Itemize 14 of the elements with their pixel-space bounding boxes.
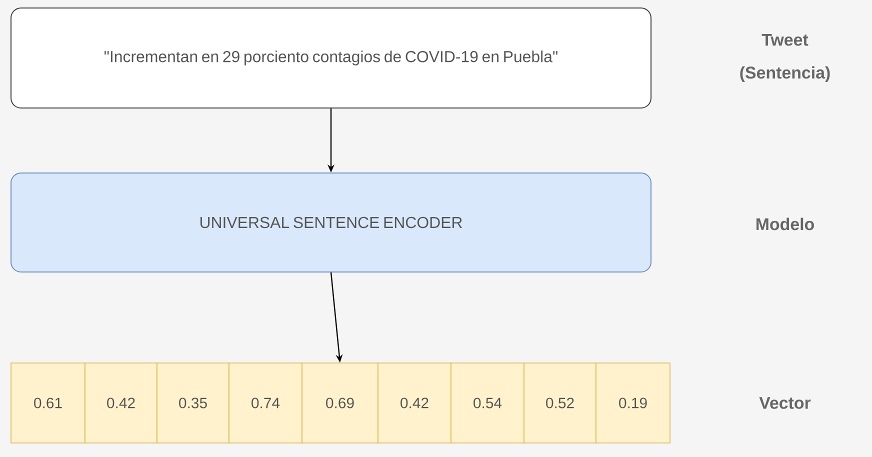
- side-label: Modelo: [756, 218, 814, 230]
- vector-cell: 0.69: [302, 362, 378, 444]
- model-box: UNIVERSAL SENTENCE ENCODER: [10, 172, 652, 272]
- side-label: Tweet (Sentencia): [740, 34, 830, 82]
- vector-cell: 0.74: [228, 362, 302, 444]
- vector-cell: 0.42: [378, 362, 452, 444]
- vector-cell: 0.19: [596, 362, 670, 444]
- vector-cell: 0.35: [156, 362, 230, 444]
- side-label: Vector: [759, 397, 811, 409]
- vector-cell: 0.42: [84, 362, 158, 444]
- vector-cell: 0.61: [10, 362, 86, 444]
- vector-cell: 0.54: [450, 362, 524, 444]
- vector-cell: 0.52: [524, 362, 596, 444]
- sentence-box: "Incrementan en 29 porciento contagios de COVID-19 en Puebla": [10, 8, 652, 108]
